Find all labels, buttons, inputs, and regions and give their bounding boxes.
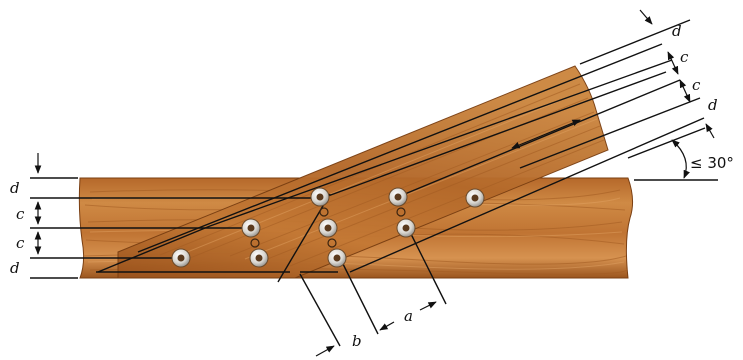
fastener-bolt — [465, 188, 485, 208]
fastener-bolt — [310, 187, 330, 207]
label-b: b — [352, 332, 362, 350]
label-c-left-1: c — [16, 205, 25, 223]
hole-marker — [250, 238, 260, 248]
reference-lines — [30, 19, 718, 347]
fastener-bolt — [249, 248, 269, 268]
hole-marker — [319, 207, 329, 217]
label-d-left-bottom: d — [10, 259, 20, 277]
fasteners — [171, 187, 485, 268]
fastener-bolt — [327, 248, 347, 268]
dimension-arrows — [34, 9, 715, 357]
fastener-bolt — [396, 218, 416, 238]
fastener-bolt — [388, 187, 408, 207]
label-angle: ≤ 30° — [690, 154, 734, 172]
hole-marker — [396, 207, 406, 217]
label-d-left-top: d — [10, 179, 20, 197]
label-a: a — [404, 307, 413, 325]
fastener-bolt — [241, 218, 261, 238]
hole-marker — [327, 238, 337, 248]
label-c-left-2: c — [16, 234, 25, 252]
label-d-top-right: d — [672, 22, 682, 40]
label-c-right-1: c — [680, 48, 689, 66]
label-d-right: d — [708, 96, 718, 114]
dimension-labels: d c c d ≤ 30° d c c d a b — [10, 22, 734, 350]
fastener-bolt — [318, 218, 338, 238]
label-c-right-2: c — [692, 76, 701, 94]
fastener-bolt — [171, 248, 191, 268]
